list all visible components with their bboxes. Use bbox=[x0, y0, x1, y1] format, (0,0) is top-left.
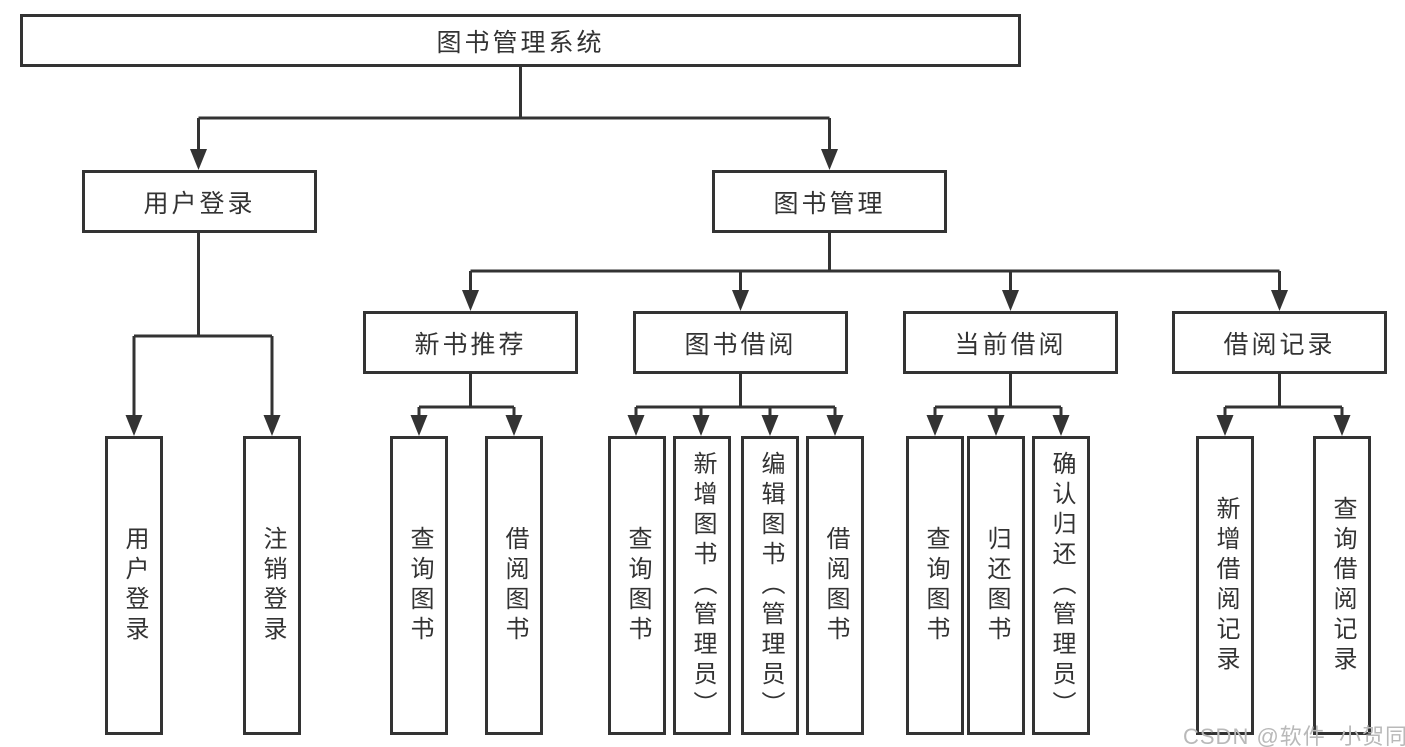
leaf-edit-book-admin: 编辑图书（管理员） bbox=[741, 436, 799, 735]
leaf-query-borrow-record: 查询借阅记录 bbox=[1313, 436, 1371, 735]
arrowhead-icon bbox=[462, 290, 479, 311]
node-book-management-label: 图书管理 bbox=[773, 189, 886, 218]
arrowhead-icon bbox=[1333, 415, 1351, 436]
leaf-query-books-current-label: 查询图书 bbox=[922, 525, 949, 646]
arrowhead-icon bbox=[410, 415, 428, 436]
node-library-system-label: 图书管理系统 bbox=[436, 28, 605, 57]
leaf-add-borrow-record: 新增借阅记录 bbox=[1196, 436, 1254, 735]
leaf-return-books: 归还图书 bbox=[967, 436, 1025, 735]
arrowhead-icon bbox=[505, 415, 523, 436]
leaf-query-books-current: 查询图书 bbox=[906, 436, 964, 735]
node-user-login-label: 用户登录 bbox=[143, 189, 256, 218]
node-new-book-recommend-label: 新书推荐 bbox=[414, 330, 527, 359]
arrowhead-icon bbox=[761, 415, 779, 436]
leaf-borrow-books-recommend-label: 借阅图书 bbox=[501, 525, 528, 646]
node-book-management: 图书管理 bbox=[712, 170, 947, 233]
csdn-watermark: CSDN @软件_小贺同学 bbox=[1183, 724, 1405, 747]
leaf-add-book-admin-label: 新增图书（管理员） bbox=[689, 450, 716, 721]
arrowhead-icon bbox=[1271, 290, 1288, 311]
arrowhead-icon bbox=[1002, 290, 1019, 311]
arrowhead-icon bbox=[1216, 415, 1234, 436]
node-current-borrow-label: 当前借阅 bbox=[954, 330, 1067, 359]
arrowhead-icon bbox=[692, 415, 710, 436]
arrowheads bbox=[125, 149, 1351, 436]
node-book-borrow: 图书借阅 bbox=[633, 311, 848, 374]
leaf-add-borrow-record-label: 新增借阅记录 bbox=[1212, 495, 1239, 676]
arrowhead-icon bbox=[1052, 415, 1070, 436]
arrowhead-icon bbox=[926, 415, 944, 436]
leaf-logout-label: 注销登录 bbox=[259, 525, 286, 646]
arrowhead-icon bbox=[190, 149, 207, 170]
connector-lines bbox=[132, 67, 1344, 417]
arrowhead-icon bbox=[263, 415, 281, 436]
leaf-confirm-return-admin-label: 确认归还（管理员） bbox=[1048, 450, 1075, 721]
leaf-query-books-borrow-label: 查询图书 bbox=[624, 525, 651, 646]
leaf-user-login: 用户登录 bbox=[105, 436, 163, 735]
leaf-confirm-return-admin: 确认归还（管理员） bbox=[1032, 436, 1090, 735]
leaf-query-books-borrow: 查询图书 bbox=[608, 436, 666, 735]
node-new-book-recommend: 新书推荐 bbox=[363, 311, 578, 374]
node-borrow-records: 借阅记录 bbox=[1172, 311, 1387, 374]
node-book-borrow-label: 图书借阅 bbox=[684, 330, 797, 359]
arrowhead-icon bbox=[125, 415, 143, 436]
arrowhead-icon bbox=[821, 149, 838, 170]
leaf-edit-book-admin-label: 编辑图书（管理员） bbox=[757, 450, 784, 721]
arrowhead-icon bbox=[732, 290, 749, 311]
leaf-query-borrow-record-label: 查询借阅记录 bbox=[1329, 495, 1356, 676]
node-current-borrow: 当前借阅 bbox=[903, 311, 1118, 374]
leaf-add-book-admin: 新增图书（管理员） bbox=[673, 436, 731, 735]
arrowhead-icon bbox=[826, 415, 844, 436]
leaf-borrow-books-recommend: 借阅图书 bbox=[485, 436, 543, 735]
leaf-user-login-label: 用户登录 bbox=[121, 525, 148, 646]
node-library-system: 图书管理系统 bbox=[20, 14, 1021, 67]
arrowhead-icon bbox=[627, 415, 645, 436]
node-borrow-records-label: 借阅记录 bbox=[1223, 330, 1336, 359]
leaf-query-books-recommend-label: 查询图书 bbox=[406, 525, 433, 646]
leaf-borrow-books-label: 借阅图书 bbox=[822, 525, 849, 646]
arrowhead-icon bbox=[987, 415, 1005, 436]
leaf-logout: 注销登录 bbox=[243, 436, 301, 735]
leaf-return-books-label: 归还图书 bbox=[983, 525, 1010, 646]
node-user-login: 用户登录 bbox=[82, 170, 317, 233]
leaf-borrow-books: 借阅图书 bbox=[806, 436, 864, 735]
leaf-query-books-recommend: 查询图书 bbox=[390, 436, 448, 735]
